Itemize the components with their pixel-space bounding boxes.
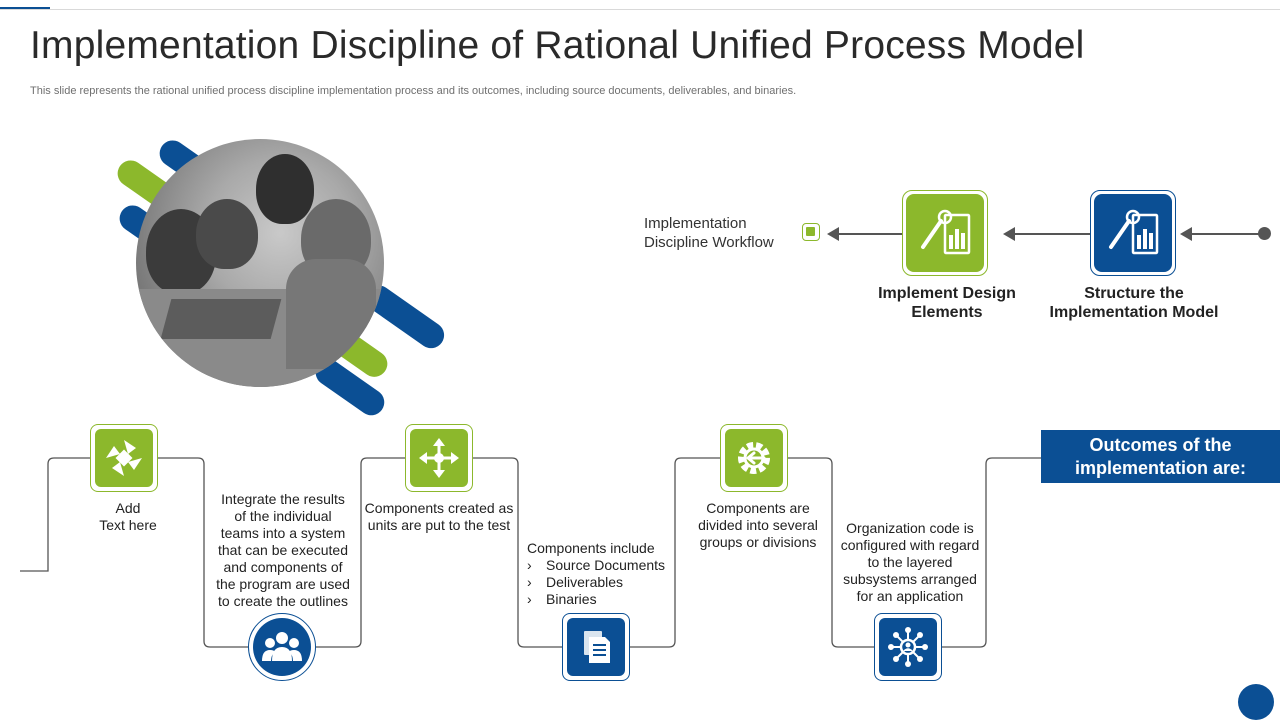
design-chart-icon [1109, 209, 1159, 255]
workflow-label-text: Implementation Discipline Workflow [644, 215, 774, 251]
hero-image-group [100, 120, 450, 421]
workflow-end-node [802, 223, 820, 241]
documents-icon [584, 631, 610, 663]
workflow-arrowhead-2 [1003, 227, 1015, 241]
process-step-6-text: Organization code is configured with reg… [840, 520, 980, 604]
workflow-caption-structure-model: Structure the Implementation Model [1049, 285, 1219, 321]
process-step-4-text: Components include Source Documents Deli… [527, 540, 677, 608]
workflow-label: Implementation Discipline Workflow [644, 214, 774, 252]
corner-decor-circle [1238, 684, 1274, 720]
workflow-arrowhead-1 [827, 227, 839, 241]
gear-arrow-icon [738, 442, 770, 474]
workflow-connector-2 [1014, 233, 1090, 235]
handshake-loop-icon [106, 440, 142, 476]
team-icon [262, 632, 302, 661]
workflow-step-implement-design [902, 190, 988, 276]
top-accent-bar [0, 7, 50, 10]
process-step-4-intro: Components include [527, 540, 655, 556]
process-step-4-list: Source Documents Deliverables Binaries [527, 557, 677, 608]
workflow-start-dot [1258, 227, 1271, 240]
outcomes-header: Outcomes of the implementation are: [1041, 430, 1280, 483]
workflow-step-structure-model [1090, 190, 1176, 276]
process-step-5-icon-box [720, 424, 788, 492]
list-item: Source Documents [527, 557, 677, 574]
workflow-connector-1 [838, 233, 902, 235]
list-item: Binaries [527, 591, 677, 608]
process-step-3-icon-box [405, 424, 473, 492]
workflow-caption-implement-design: Implement Design Elements [878, 285, 1016, 321]
design-chart-icon [921, 209, 971, 255]
process-step-6-icon-box [874, 613, 942, 681]
top-divider [0, 9, 1280, 10]
process-step-1-text: Add Text here [99, 500, 157, 533]
workflow-arrowhead-3 [1180, 227, 1192, 241]
arrows-move-icon [419, 438, 459, 478]
process-step-5-text: Components are divided into several grou… [698, 500, 818, 550]
network-user-icon [888, 627, 928, 667]
process-step-1-icon-box [90, 424, 158, 492]
process-step-2-text: Integrate the results of the individual … [216, 491, 350, 609]
workflow-connector-3 [1191, 233, 1261, 235]
slide-title: Implementation Discipline of Rational Un… [30, 24, 1085, 67]
list-item: Deliverables [527, 574, 677, 591]
process-step-4-icon-box [562, 613, 630, 681]
slide-subtitle: This slide represents the rational unifi… [30, 85, 797, 97]
process-step-3-text: Components created as units are put to t… [364, 500, 514, 533]
team-photo [136, 139, 384, 387]
process-step-2-icon-box [248, 613, 316, 681]
outcomes-header-text: Outcomes of the implementation are: [1074, 434, 1247, 478]
